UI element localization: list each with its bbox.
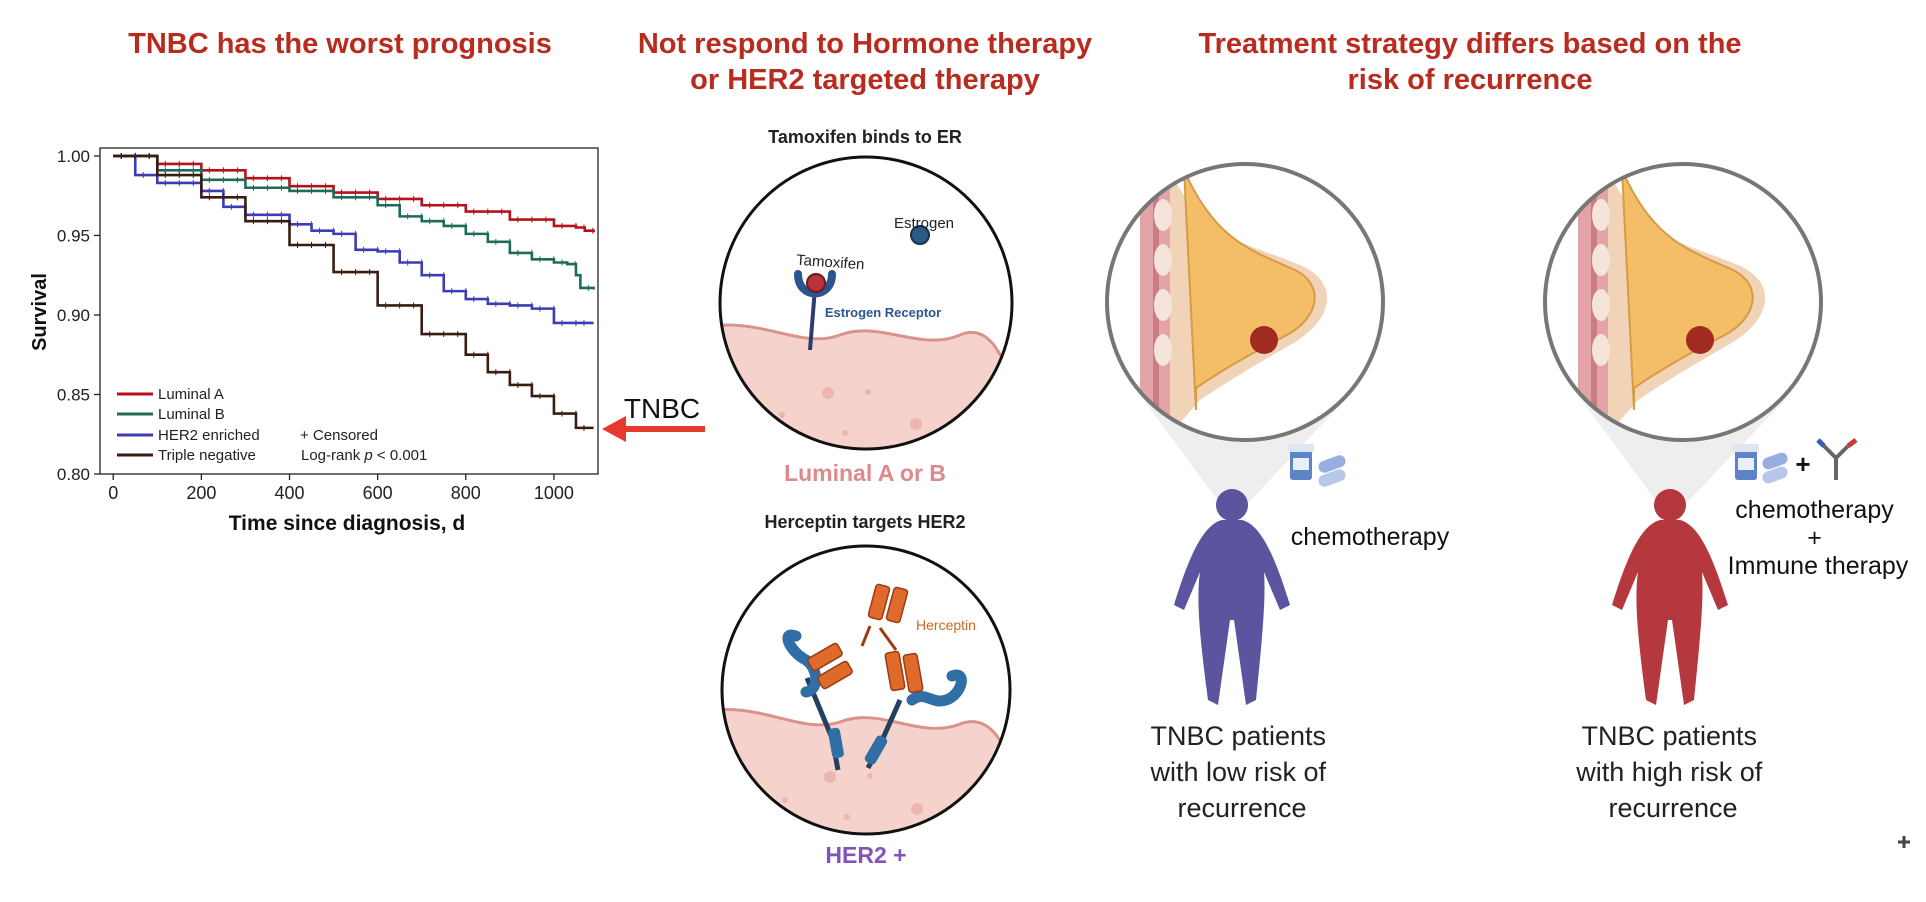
logrank-prefix: Log-rank xyxy=(301,447,364,464)
her2-receptor-icon-2 xyxy=(906,669,967,707)
combo-plus: + xyxy=(1795,449,1810,479)
heading-therapy-response: Not respond to Hormone therapy or HER2 t… xyxy=(600,26,1130,98)
x-tick-label: 800 xyxy=(451,483,481,503)
x-axis-ticks: 0 200 400 600 800 1000 xyxy=(108,474,574,503)
x-tick-label: 1000 xyxy=(534,483,574,503)
high-caption-line-3: recurrence xyxy=(1608,793,1737,823)
slide-nav-icon[interactable] xyxy=(1898,836,1910,848)
capsule-icon-2 xyxy=(1762,452,1788,470)
heading-therapy-line-1: Not respond to Hormone therapy xyxy=(637,28,1093,60)
high-risk-caption: TNBC patients with high risk of recurren… xyxy=(1575,721,1770,823)
legend-label-luminal-b: Luminal B xyxy=(158,406,225,423)
legend-label-luminal-a: Luminal A xyxy=(158,386,224,403)
tumor-high xyxy=(1686,326,1714,354)
luminal-label: Luminal A or B xyxy=(784,460,946,486)
tnbc-arrow: TNBC xyxy=(602,393,705,442)
herceptin-diagram: Herceptin xyxy=(720,544,1012,836)
legend-censored-note: + Censored xyxy=(300,427,378,444)
y-axis-ticks: 0.80 0.85 0.90 0.95 1.00 xyxy=(57,147,100,484)
low-risk-circle xyxy=(1105,162,1385,442)
estrogen-receptor-icon xyxy=(794,270,836,298)
capsule-icon xyxy=(1318,455,1346,473)
receptor-label: Estrogen Receptor xyxy=(825,305,941,320)
logrank-p: p xyxy=(363,447,372,464)
legend-logrank: Log-rank p < 0.001 xyxy=(301,447,427,464)
legend-label-triple-negative: Triple negative xyxy=(158,447,256,464)
series-line-luminal-b xyxy=(113,154,595,290)
herceptin-label: Herceptin xyxy=(916,617,976,633)
breast-anatomy-icon xyxy=(1107,164,1383,440)
tumor-low xyxy=(1250,326,1278,354)
tamoxifen-title: Tamoxifen binds to ER xyxy=(768,127,962,147)
chart-series xyxy=(113,152,595,431)
person-icon xyxy=(1174,489,1290,705)
series-line-luminal-a xyxy=(113,154,595,233)
her2-receptor-icon xyxy=(782,629,822,698)
x-tick-label: 0 xyxy=(108,483,118,503)
herceptin-title: Herceptin targets HER2 xyxy=(764,512,965,532)
heading-strategy-line-2: risk of recurrence xyxy=(1347,64,1593,96)
low-risk-panel: chemotherapy TNBC patients with low risk… xyxy=(1105,162,1450,823)
breast-anatomy-icon-2 xyxy=(1545,164,1821,440)
x-axis-label: Time since diagnosis, d xyxy=(229,512,466,535)
chart-frame xyxy=(99,147,599,475)
low-caption-line-3: recurrence xyxy=(1177,793,1306,823)
herceptin-circle xyxy=(720,544,1012,836)
x-tick-label: 600 xyxy=(363,483,393,503)
high-risk-panel: + chemotherapy + Immune therapy TNBC pat… xyxy=(1543,162,1909,823)
high-therapy-line-2: + xyxy=(1807,524,1822,552)
heading-prognosis: TNBC has the worst prognosis xyxy=(128,28,552,60)
series-line-her2-enriched xyxy=(113,154,594,325)
high-caption-line-1: TNBC patients xyxy=(1581,721,1757,751)
high-caption-line-2: with high risk of xyxy=(1575,757,1763,787)
survival-chart: 0.80 0.85 0.90 0.95 1.00 0 200 400 600 800 1000 S… xyxy=(29,147,599,535)
high-risk-circle xyxy=(1543,162,1823,442)
legend-label-her2: HER2 enriched xyxy=(158,427,260,444)
y-tick-label: 0.85 xyxy=(57,385,90,404)
low-risk-therapy: chemotherapy xyxy=(1291,523,1450,551)
her2-label: HER2 + xyxy=(825,842,906,868)
tamoxifen-circle xyxy=(718,155,1014,451)
estrogen-molecule-icon xyxy=(910,225,930,245)
y-tick-label: 1.00 xyxy=(57,147,90,166)
y-tick-label: 0.95 xyxy=(57,226,90,245)
tamoxifen-label: Tamoxifen xyxy=(796,252,865,274)
high-therapy-line-3: Immune therapy xyxy=(1728,552,1909,580)
tamoxifen-diagram: Estrogen Tamoxifen Estrogen Receptor xyxy=(718,155,1014,451)
logrank-suffix: < 0.001 xyxy=(373,447,428,464)
estrogen-label: Estrogen xyxy=(894,215,954,232)
chart-legend: Luminal A Luminal B HER2 enriched Triple… xyxy=(117,386,427,464)
arrow-left-icon-head xyxy=(602,416,626,442)
cell-membrane-bottom xyxy=(722,707,1010,834)
low-risk-caption: TNBC patients with low risk of recurrenc… xyxy=(1149,721,1333,823)
person-icon-2 xyxy=(1612,489,1728,705)
antibody-icon-2 xyxy=(1816,438,1858,480)
heading-strategy-line-1: Treatment strategy differs based on the xyxy=(1198,28,1742,60)
heading-therapy-line-2: or HER2 targeted therapy xyxy=(690,64,1040,96)
y-tick-label: 0.80 xyxy=(57,465,90,484)
antibody-icon xyxy=(807,583,924,694)
tamoxifen-molecule-icon xyxy=(806,273,826,293)
low-caption-line-1: TNBC patients xyxy=(1150,721,1326,751)
y-tick-label: 0.90 xyxy=(57,306,90,325)
heading-treatment-strategy: Treatment strategy differs based on the … xyxy=(1150,26,1790,98)
y-axis-label: Survival xyxy=(29,273,51,351)
low-caption-line-2: with low risk of xyxy=(1149,757,1326,787)
high-risk-therapy: chemotherapy + Immune therapy xyxy=(1728,496,1909,580)
x-tick-label: 400 xyxy=(274,483,304,503)
tnbc-arrow-label: TNBC xyxy=(624,393,700,424)
x-tick-label: 200 xyxy=(186,483,216,503)
high-therapy-line-1: chemotherapy xyxy=(1735,496,1894,524)
